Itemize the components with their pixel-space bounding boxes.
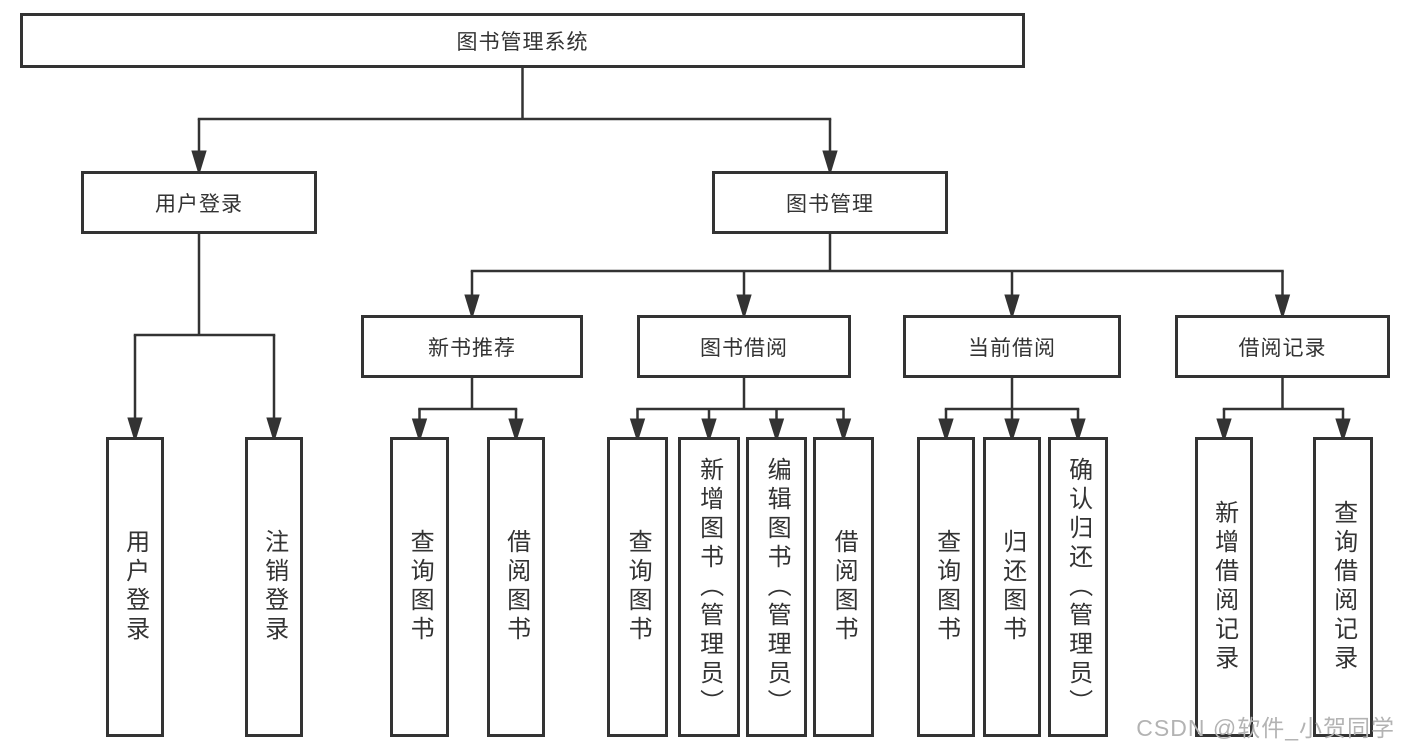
node-root-label: 图书管理系统 xyxy=(456,30,589,54)
connector-recommend-section xyxy=(411,378,524,443)
node-new-book-recommend: 新书推荐 xyxy=(361,315,583,378)
node-user-login-branch: 用户登录 xyxy=(81,171,317,234)
node-leaf-query-borrow-record-label: 查询借阅记录 xyxy=(1329,500,1357,674)
node-leaf-edit-books-admin-label: 编辑图书（管理员） xyxy=(763,456,791,718)
node-new-book-recommend-label: 新书推荐 xyxy=(428,336,516,360)
node-leaf-query-books-recommend: 查询图书 xyxy=(390,437,449,737)
connector-current-section xyxy=(938,378,1086,443)
node-user-login-branch-label: 用户登录 xyxy=(155,192,243,216)
node-borrow-records: 借阅记录 xyxy=(1175,315,1390,378)
node-book-management-label: 图书管理 xyxy=(786,192,874,216)
node-leaf-query-books-current-label: 查询图书 xyxy=(932,529,960,645)
node-leaf-add-borrow-record: 新增借阅记录 xyxy=(1195,437,1253,737)
connector-borrow-section xyxy=(629,378,852,443)
connector-book-branch xyxy=(464,234,1291,320)
node-leaf-borrow-books: 借阅图书 xyxy=(813,437,874,737)
node-current-borrow-label: 当前借阅 xyxy=(968,336,1056,360)
node-leaf-user-login: 用户登录 xyxy=(106,437,164,737)
connector-root-to-level2 xyxy=(191,68,838,176)
node-book-management: 图书管理 xyxy=(712,171,948,234)
node-leaf-query-borrow-record: 查询借阅记录 xyxy=(1313,437,1373,737)
node-leaf-user-login-label: 用户登录 xyxy=(121,529,149,645)
node-leaf-query-books-borrow-label: 查询图书 xyxy=(624,529,652,645)
node-leaf-confirm-return-admin: 确认归还（管理员） xyxy=(1048,437,1108,737)
connector-user-branch xyxy=(127,234,282,443)
node-leaf-confirm-return-admin-label: 确认归还（管理员） xyxy=(1064,456,1092,718)
node-leaf-logout-label: 注销登录 xyxy=(260,529,288,645)
node-leaf-query-books-recommend-label: 查询图书 xyxy=(406,529,434,645)
node-leaf-query-books-current: 查询图书 xyxy=(917,437,975,737)
node-book-borrow-label: 图书借阅 xyxy=(700,336,788,360)
node-leaf-query-books-borrow: 查询图书 xyxy=(607,437,668,737)
node-leaf-borrow-books-recommend: 借阅图书 xyxy=(487,437,545,737)
connector-records-section xyxy=(1216,378,1351,443)
node-leaf-borrow-books-label: 借阅图书 xyxy=(830,529,858,645)
node-leaf-add-books-admin-label: 新增图书（管理员） xyxy=(695,456,723,718)
node-book-borrow: 图书借阅 xyxy=(637,315,851,378)
node-leaf-add-borrow-record-label: 新增借阅记录 xyxy=(1210,500,1238,674)
node-root: 图书管理系统 xyxy=(20,13,1025,68)
node-leaf-borrow-books-recommend-label: 借阅图书 xyxy=(502,529,530,645)
node-leaf-logout: 注销登录 xyxy=(245,437,303,737)
node-leaf-edit-books-admin: 编辑图书（管理员） xyxy=(746,437,807,737)
node-current-borrow: 当前借阅 xyxy=(903,315,1121,378)
node-leaf-return-books: 归还图书 xyxy=(983,437,1041,737)
node-leaf-return-books-label: 归还图书 xyxy=(998,529,1026,645)
node-leaf-add-books-admin: 新增图书（管理员） xyxy=(678,437,740,737)
csdn-watermark: CSDN @软件_小贺同学 xyxy=(1136,715,1395,741)
node-borrow-records-label: 借阅记录 xyxy=(1238,336,1327,360)
